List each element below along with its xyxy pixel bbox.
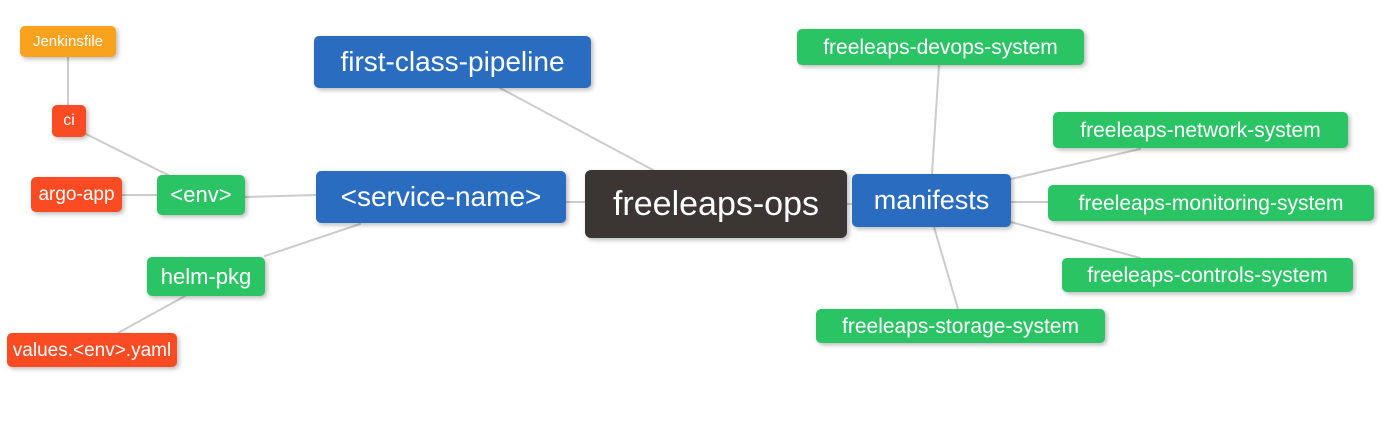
- edge-manifests-controls: [1010, 221, 1141, 259]
- node-service-name[interactable]: <service-name>: [316, 171, 566, 223]
- node-first-class-pipeline[interactable]: first-class-pipeline: [314, 36, 591, 88]
- node-monitoring-system[interactable]: freeleaps-monitoring-system: [1048, 185, 1374, 221]
- node-jenkinsfile[interactable]: Jenkinsfile: [20, 26, 116, 57]
- edge-manifests-network: [1010, 148, 1141, 180]
- node-controls-system[interactable]: freeleaps-controls-system: [1062, 258, 1353, 292]
- edge-service-env: [244, 194, 317, 198]
- node-freeleaps-ops-root[interactable]: freeleaps-ops: [585, 170, 847, 238]
- edge-helm-pkg-values: [117, 295, 186, 334]
- node-helm-pkg[interactable]: helm-pkg: [147, 257, 265, 296]
- node-values-env-yaml[interactable]: values.<env>.yaml: [7, 333, 177, 367]
- node-manifests[interactable]: manifests: [852, 174, 1011, 227]
- node-argo-app[interactable]: argo-app: [31, 177, 122, 212]
- node-ci[interactable]: ci: [52, 105, 86, 137]
- edge-ops-pipeline: [499, 87, 654, 171]
- node-network-system[interactable]: freeleaps-network-system: [1053, 112, 1348, 148]
- edge-manifests-storage: [933, 226, 959, 310]
- edge-manifests-devops: [931, 64, 940, 175]
- node-env[interactable]: <env>: [157, 175, 245, 215]
- node-devops-system[interactable]: freeleaps-devops-system: [797, 29, 1084, 65]
- edge-env-ci: [83, 132, 171, 177]
- edge-service-helm-pkg: [264, 223, 361, 257]
- node-storage-system[interactable]: freeleaps-storage-system: [816, 309, 1105, 343]
